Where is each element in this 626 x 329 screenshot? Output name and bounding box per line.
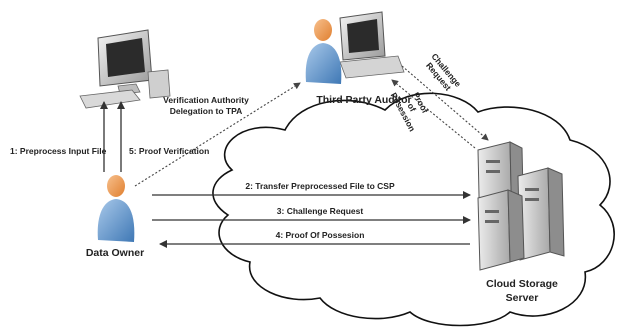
tpa-proof-label-line2: of xyxy=(406,101,419,113)
data-owner-person-icon xyxy=(97,175,135,242)
challenge-request-label: 3: Challenge Request xyxy=(277,206,364,216)
proof-verification-label: 5: Proof Verification xyxy=(129,146,209,156)
computer-icon xyxy=(79,29,171,109)
arrow-tpa-proof xyxy=(391,79,476,149)
tpa-label: Third Party Auditor xyxy=(316,94,411,106)
tpa-computer-icon xyxy=(339,11,405,79)
tpa-challenge-label: Challenge Request xyxy=(424,51,463,92)
proof-possession-label: 4: Proof Of Possesion xyxy=(276,230,365,240)
cloud-server-label-line2: Server xyxy=(506,292,539,304)
tpa-person-icon xyxy=(305,19,342,84)
server-icon xyxy=(477,141,565,271)
preprocess-label: 1: Preprocess Input File xyxy=(10,146,107,156)
cloud-server-label-line1: Cloud Storage xyxy=(486,278,558,290)
transfer-label: 2: Transfer Preprocessed File to CSP xyxy=(245,181,395,191)
arrow-tpa-challenge xyxy=(401,65,489,141)
arrow-delegation xyxy=(134,82,301,187)
delegation-label-line2: Delegation to TPA xyxy=(170,106,243,116)
data-owner-label: Data Owner xyxy=(86,247,144,259)
delegation-label-line1: Verification Authority xyxy=(163,95,249,105)
